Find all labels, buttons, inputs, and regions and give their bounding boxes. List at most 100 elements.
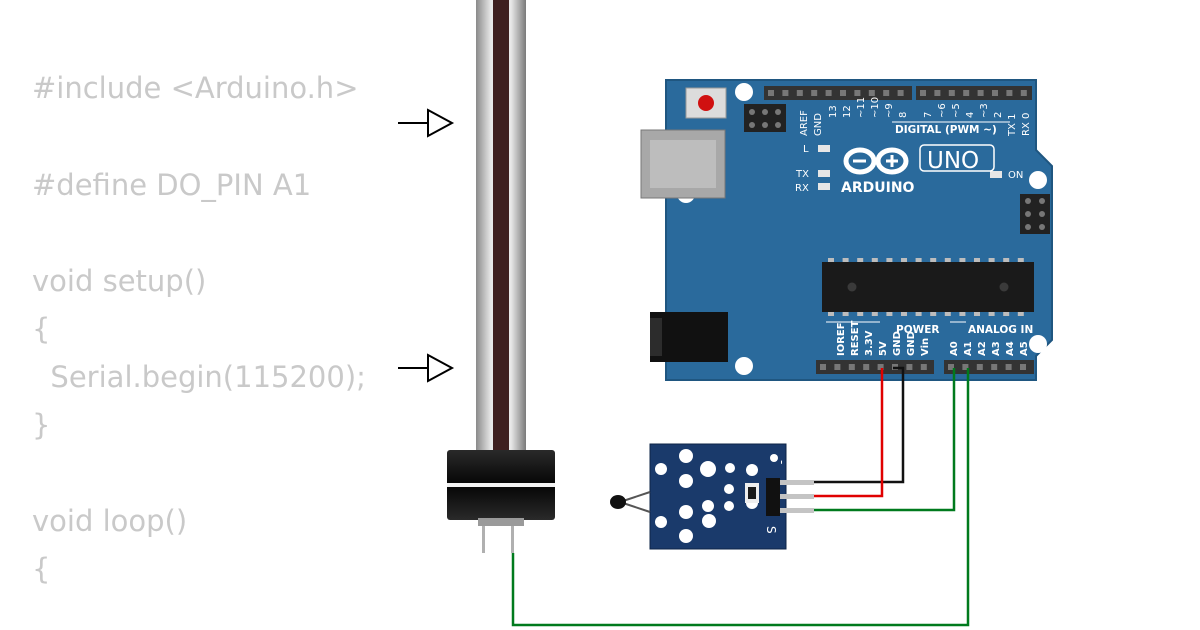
pin-label: IOREF bbox=[836, 322, 847, 356]
header-pin-hole bbox=[854, 90, 861, 96]
wire-vcc bbox=[814, 368, 884, 498]
pin-label: A5 bbox=[1019, 341, 1030, 356]
pin-label: 2 bbox=[993, 112, 1004, 118]
power-header bbox=[816, 360, 934, 374]
analog-header bbox=[944, 360, 1034, 374]
header-pin-hole bbox=[834, 364, 841, 370]
chip-pin bbox=[988, 258, 995, 262]
header-pin-hole bbox=[948, 364, 954, 370]
pin-label: RX 0 bbox=[1021, 113, 1032, 136]
header-pin-hole bbox=[962, 364, 969, 370]
pin-label: GND bbox=[892, 331, 903, 356]
header-pin-hole bbox=[1006, 90, 1013, 96]
pin-label: ~11 bbox=[856, 97, 867, 118]
chip-pin bbox=[842, 312, 849, 316]
led-label-l: L bbox=[803, 144, 809, 155]
icsp2-header bbox=[1020, 194, 1050, 234]
analog-pin-labels: A0 A1 A2 A3 A4 A5 bbox=[949, 341, 1030, 356]
header-pin-hole bbox=[877, 364, 884, 370]
reset-button-cap bbox=[698, 95, 714, 111]
header-pin-hole bbox=[906, 364, 913, 370]
led-rx bbox=[818, 183, 830, 190]
chip-pin bbox=[1017, 312, 1024, 316]
pin-label: ~6 bbox=[937, 103, 948, 118]
header-pin-hole bbox=[796, 90, 803, 96]
brand-label: ARDUINO bbox=[841, 180, 915, 196]
pin-label: ~3 bbox=[979, 103, 990, 118]
code-line: Serial.begin(115200); bbox=[32, 360, 366, 394]
led-l bbox=[818, 145, 830, 152]
wires bbox=[511, 366, 970, 627]
header-pin-hole bbox=[782, 90, 789, 96]
header-pin-hole bbox=[883, 90, 890, 96]
pin-label: 3.3V bbox=[864, 330, 875, 356]
pin-label: 8 bbox=[898, 112, 909, 118]
chip-pin bbox=[974, 312, 980, 316]
wire-signal bbox=[814, 368, 956, 512]
tube-lead-left bbox=[482, 526, 485, 553]
led-label-rx: RX bbox=[795, 183, 809, 194]
temperature-sensor-module: - S bbox=[610, 443, 814, 550]
led-label-on: ON bbox=[1008, 170, 1023, 181]
header-pin-hole bbox=[920, 364, 927, 370]
header-pin-hole bbox=[820, 364, 826, 370]
header-pin-hole bbox=[811, 90, 818, 96]
code-line: #define DO_PIN A1 bbox=[32, 168, 312, 202]
power-jack bbox=[650, 312, 728, 362]
chip-pin bbox=[930, 312, 937, 316]
module-pads bbox=[655, 449, 778, 543]
module-pcb bbox=[649, 443, 787, 550]
module-pin-label: - bbox=[775, 460, 789, 464]
mounting-hole bbox=[1029, 335, 1047, 353]
chip-pin bbox=[1003, 258, 1010, 262]
chip-pin bbox=[857, 258, 864, 262]
pin-label: 12 bbox=[842, 105, 853, 118]
usb-jack-inner bbox=[650, 140, 716, 188]
chip-pin bbox=[886, 312, 893, 316]
analog-header-label: ANALOG IN bbox=[968, 324, 1033, 336]
wire-heater-signal bbox=[511, 368, 970, 627]
pin-label: A3 bbox=[991, 341, 1002, 356]
header-pin-hole bbox=[976, 364, 983, 370]
pin-label: ~9 bbox=[884, 103, 895, 118]
chip-pin bbox=[915, 312, 922, 316]
module-pin bbox=[780, 494, 814, 499]
pin-label: A1 bbox=[963, 341, 974, 356]
chip-pin bbox=[857, 312, 864, 316]
microcontroller-chip bbox=[822, 262, 1034, 312]
chip-pin bbox=[1017, 258, 1024, 262]
chip-pin bbox=[1003, 312, 1010, 316]
code-line: #include <Arduino.h> bbox=[32, 71, 359, 105]
arduino-logo-icon bbox=[843, 147, 909, 175]
pin-label: Vin bbox=[920, 338, 931, 356]
code-line: { bbox=[32, 552, 51, 586]
pin-label: 13 bbox=[828, 105, 839, 118]
header-pin-hole bbox=[977, 90, 984, 96]
tube-lead-right bbox=[511, 526, 514, 553]
module-pin-header bbox=[766, 478, 780, 516]
chip-pin bbox=[930, 258, 937, 262]
thermistor bbox=[610, 495, 626, 509]
digital-header-label: DIGITAL (PWM ~) bbox=[895, 124, 997, 136]
header-pin-hole bbox=[934, 90, 941, 96]
header-pin-hole bbox=[825, 90, 832, 96]
header-pin-hole bbox=[920, 90, 926, 96]
pin-label: 4 bbox=[965, 112, 976, 118]
header-pin-hole bbox=[868, 90, 875, 96]
chip-pin bbox=[901, 258, 907, 262]
arrow-icon bbox=[398, 353, 455, 383]
power-header-label: POWER bbox=[896, 324, 939, 336]
chip-pin bbox=[974, 258, 980, 262]
wire-gnd bbox=[814, 366, 905, 484]
digital-pin-labels: AREF GND 13 12 ~11 ~10 ~9 8 bbox=[799, 97, 909, 136]
header-pin-hole bbox=[991, 364, 998, 370]
chip-pin bbox=[988, 312, 995, 316]
digital-pin-labels: 7 ~6 ~5 4 ~3 2 TX 1 RX 0 bbox=[923, 103, 1032, 137]
chip-pin bbox=[915, 258, 922, 262]
code-line: void setup() bbox=[32, 264, 207, 298]
pin-label: GND bbox=[813, 113, 824, 136]
pin-label: 5V bbox=[878, 341, 889, 356]
tube-stripe bbox=[493, 0, 509, 452]
pin-label: AREF bbox=[799, 110, 810, 136]
pin-label: GND bbox=[906, 331, 917, 356]
